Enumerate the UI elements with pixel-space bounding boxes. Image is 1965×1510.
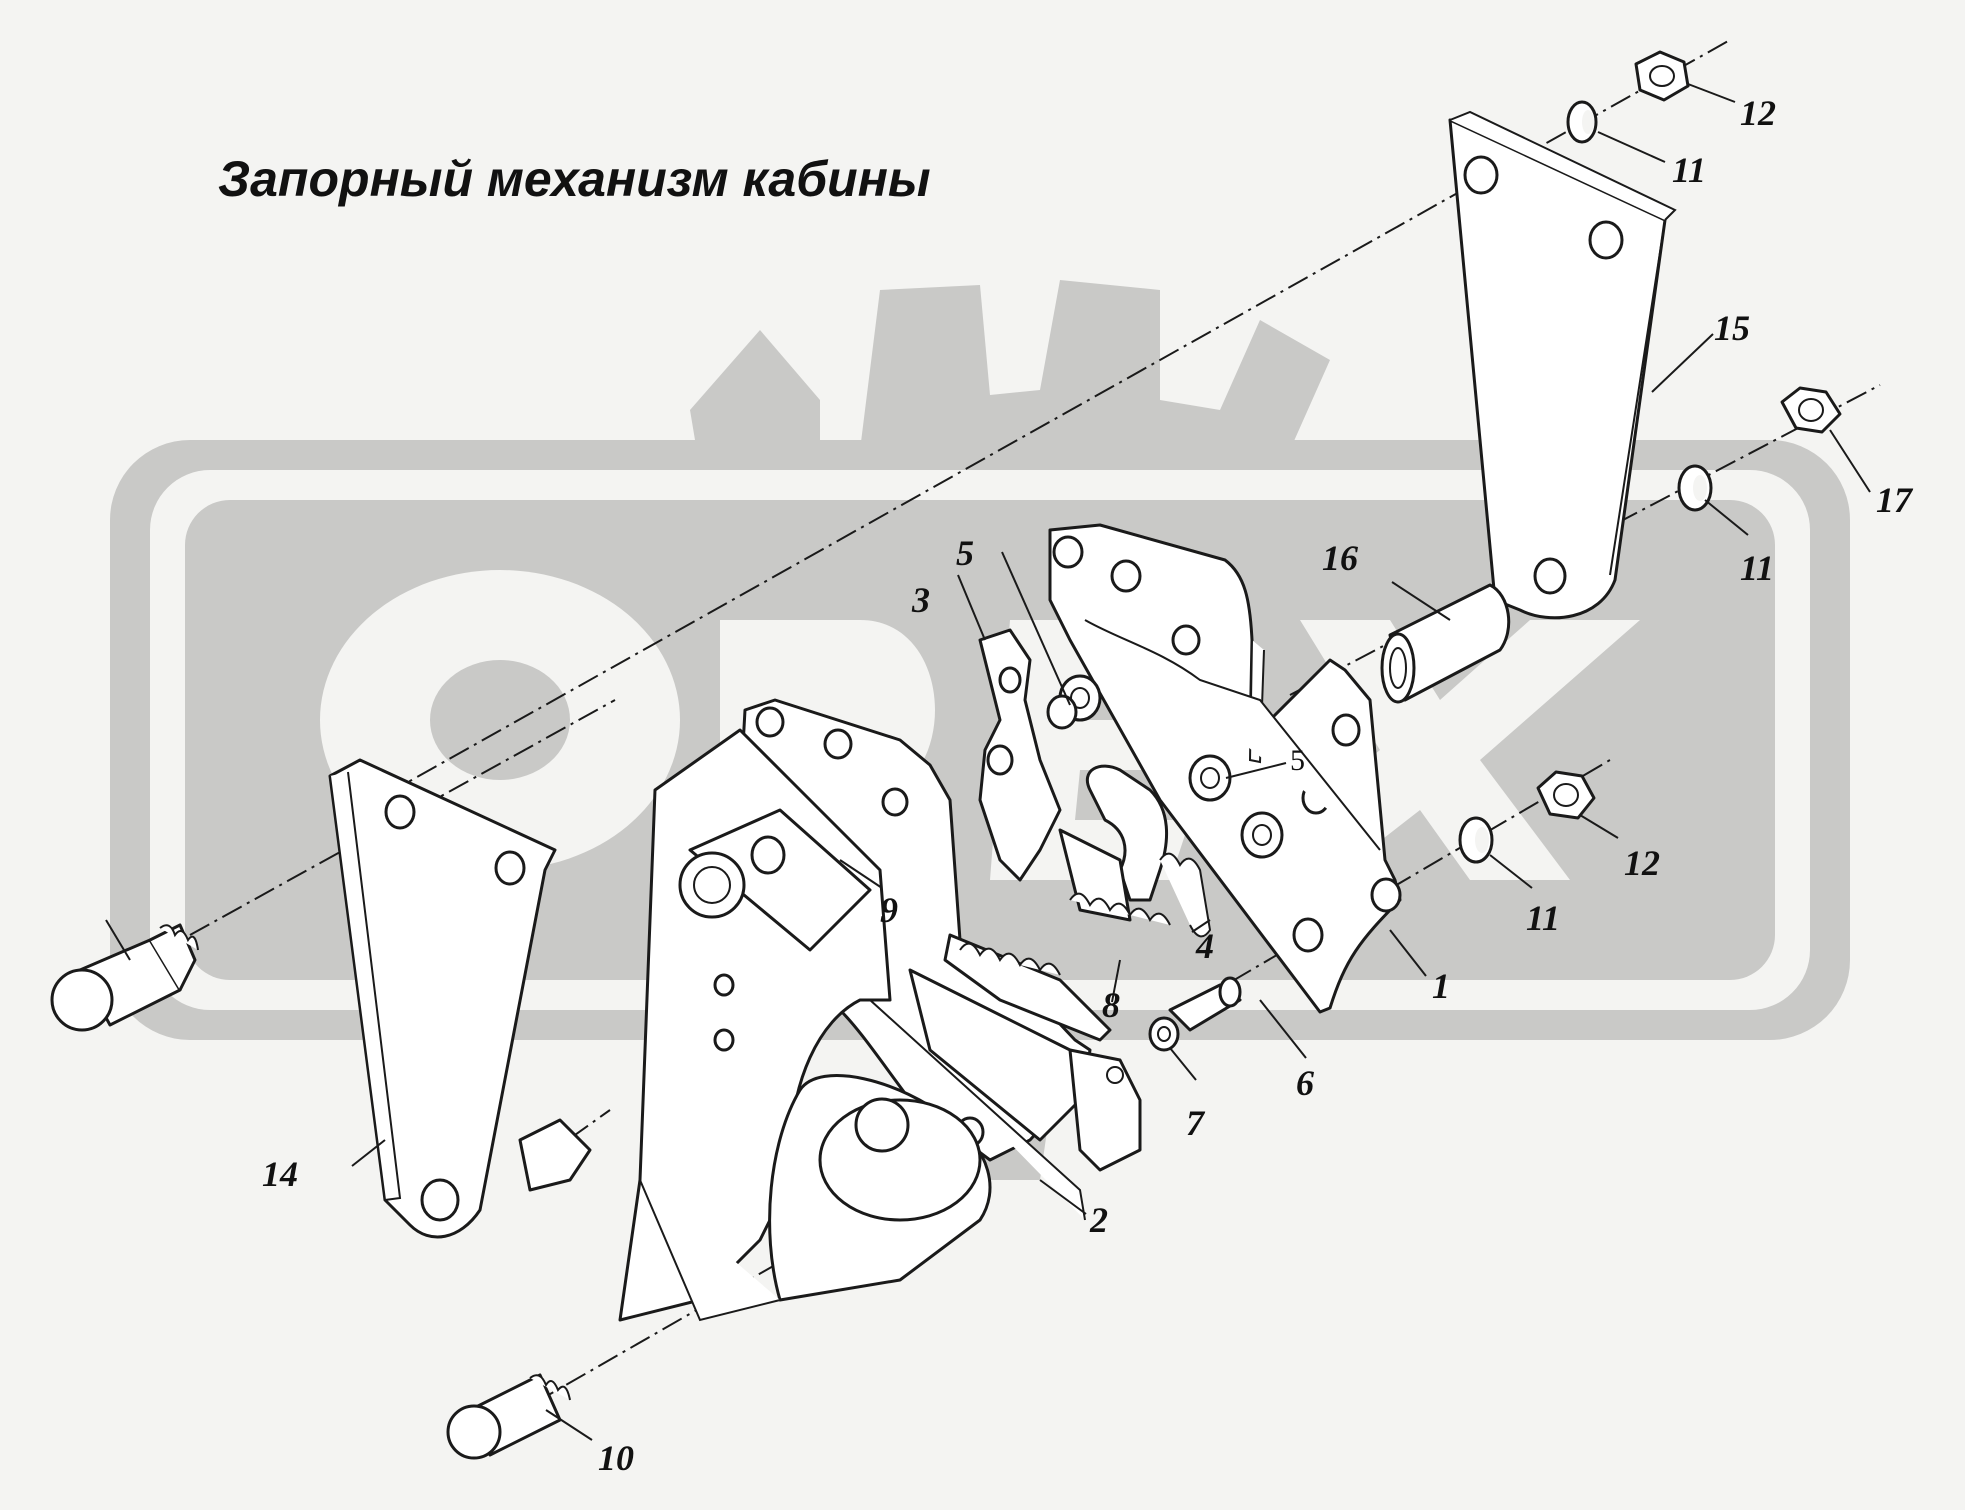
watermark-letter-o-inner: [430, 660, 570, 780]
callout-14: 15: [1714, 308, 1750, 348]
callout-12-right: 12: [1624, 843, 1660, 883]
part-6-bolt: [1168, 976, 1242, 1032]
part-2-lever: [908, 968, 1142, 1172]
callouts: 12 11 15 17 11 16 12 11 1 6 7 2 8 4 9 3 …: [262, 93, 1914, 1478]
callout-16: 17: [1876, 480, 1914, 520]
callout-10: 10: [598, 1438, 634, 1478]
axis-right-12: [1199, 759, 1611, 1001]
part-13-lower-bracket: [328, 758, 592, 1239]
roller-5-lower: [1188, 754, 1232, 802]
washer-11-right: [1677, 464, 1713, 512]
bolt-17: [50, 923, 199, 1032]
nut-12-top: [1634, 50, 1690, 102]
callout-6: 6: [1296, 1063, 1314, 1103]
roller-5-upper: [1046, 674, 1102, 730]
callout-9: 9: [880, 890, 898, 930]
callout-13: 14: [262, 1154, 298, 1194]
part-7-bushing: [1148, 1016, 1180, 1052]
callout-1: 1: [1432, 966, 1450, 1006]
callout-3: 3: [911, 580, 930, 620]
washer-11-lower: [1458, 816, 1494, 864]
callout-5-upper: 5: [956, 533, 974, 573]
callout-12-top: 12: [1740, 93, 1776, 133]
part-8-spring-bar: [943, 933, 1112, 1042]
leader-lines: [105, 83, 1871, 1441]
main-bracket-casting: [618, 728, 1086, 1322]
part-3-hook-plate: [978, 628, 1062, 882]
callout-11-top: 11: [1672, 150, 1706, 190]
callout-8: 8: [1102, 985, 1120, 1025]
callout-7: 7: [1186, 1103, 1206, 1143]
callout-4: 4: [1195, 926, 1214, 966]
bolt-10: [446, 1373, 571, 1460]
roller-lower-pair: [1240, 811, 1284, 859]
part-14-upper-bracket: [1448, 110, 1677, 620]
callout-11-lower: 11: [1526, 898, 1560, 938]
nut-12-right: [1536, 770, 1596, 820]
callout-2: 2: [1089, 1200, 1108, 1240]
nut-16: [1780, 386, 1842, 434]
callout-5-lower: 5: [1290, 744, 1305, 777]
part-15-sleeve: [1380, 583, 1511, 704]
part-4-springs: [1069, 852, 1212, 938]
washer-11-top: [1566, 100, 1598, 144]
diagram-title: Запорный механизм кабины: [218, 151, 931, 207]
watermark-gear: [690, 280, 1420, 470]
callout-11-right: 11: [1740, 548, 1774, 588]
callout-15: 16: [1322, 538, 1358, 578]
